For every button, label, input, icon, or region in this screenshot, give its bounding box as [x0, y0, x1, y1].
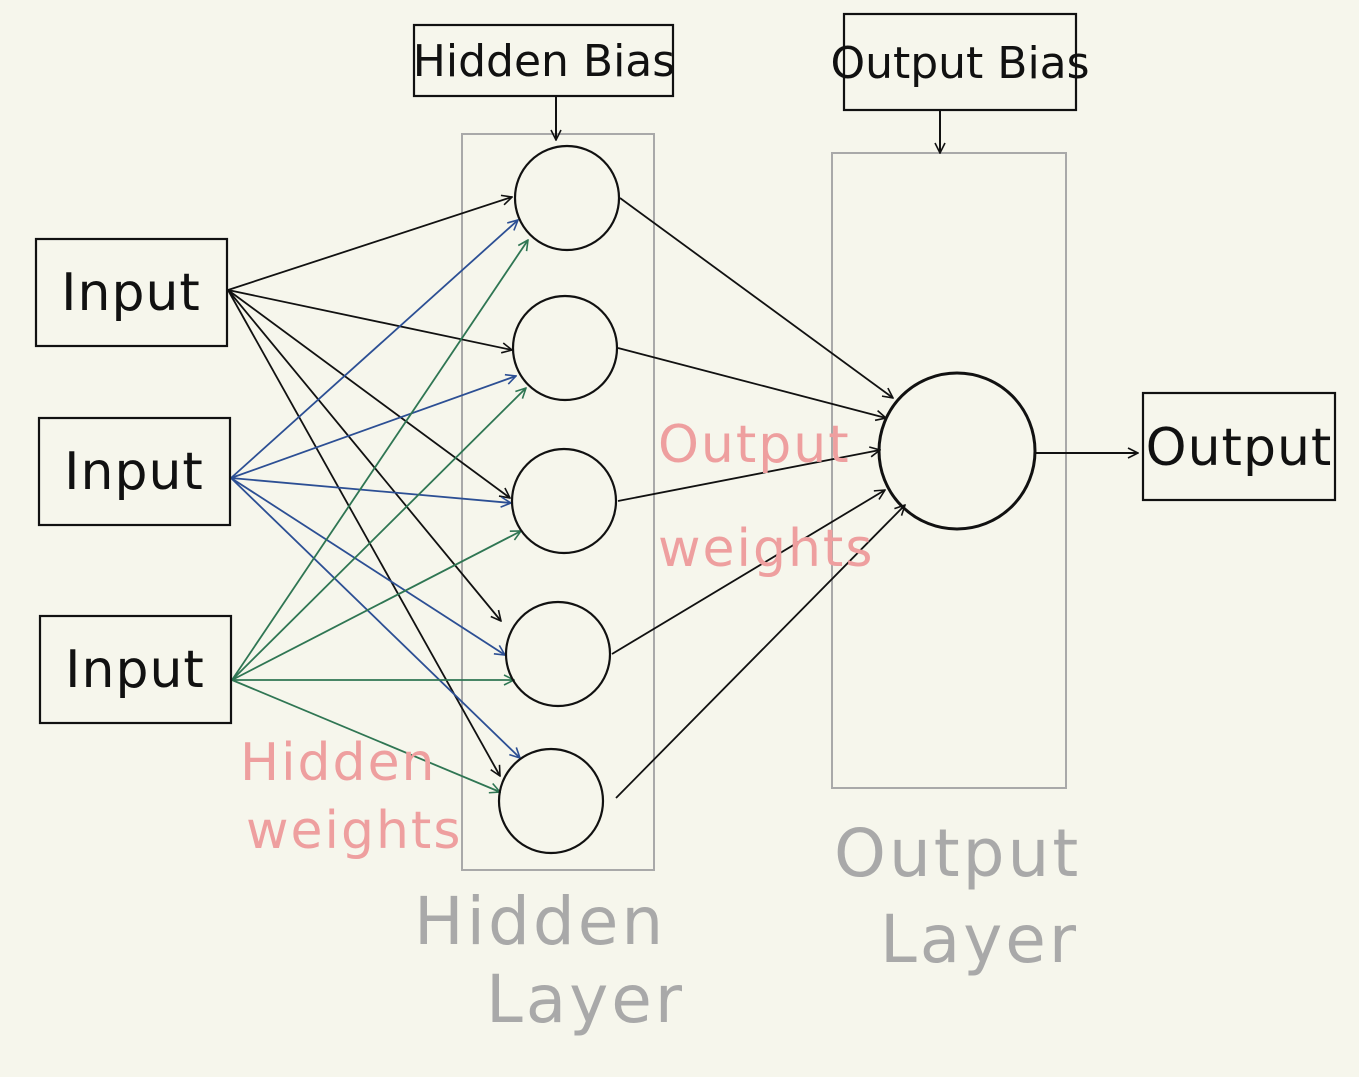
input-box-2: [37, 416, 232, 527]
edge-hidden-5-to-output: [615, 505, 905, 799]
output-weights-label-line2: weights: [658, 519, 874, 579]
hidden-bias-label: Hidden Bias: [413, 36, 675, 87]
input-box-1: [34, 237, 229, 348]
output-bias-box: [842, 12, 1078, 112]
edge-input-3-to-hidden-5: [231, 679, 500, 792]
output-layer-label-line1: Output: [834, 815, 1081, 892]
edge-input-2-to-hidden-5: [230, 477, 520, 758]
hidden-layer-label-line1: Hidden: [414, 883, 666, 960]
hidden-neuron-1: [513, 144, 621, 252]
edge-input-3-to-hidden-2: [231, 388, 526, 681]
edge-input-1-to-hidden-1: [227, 197, 512, 291]
edge-hidden-3-to-output: [617, 450, 880, 502]
output-neuron: [877, 371, 1037, 531]
edge-hidden-4-to-output: [611, 490, 885, 655]
edge-input-2-to-hidden-4: [230, 477, 505, 655]
edge-input-2-to-hidden-3: [230, 477, 511, 503]
input-3-hidden-weights: [231, 240, 528, 792]
output-layer-label-line2: Layer: [880, 901, 1079, 978]
hidden-weights-label-line1: Hidden: [240, 733, 437, 793]
edge-input-1-to-hidden-3: [227, 289, 510, 498]
hidden-weights-label-line2: weights: [246, 801, 462, 861]
edge-input-1-to-hidden-2: [227, 289, 512, 350]
hidden-layer-label-line2: Layer: [486, 961, 685, 1038]
input-2-hidden-weights: [230, 220, 520, 758]
output-weights-edges: [611, 197, 905, 799]
hidden-bias-box: [412, 23, 675, 98]
edge-hidden-1-to-output: [619, 197, 893, 398]
input-label-1: Input: [61, 263, 201, 323]
output-box: [1141, 391, 1337, 502]
edge-input-1-to-hidden-5: [227, 289, 500, 776]
output-layer-box: [831, 152, 1067, 789]
hidden-neuron-4: [504, 600, 612, 708]
input-label-3: Input: [65, 640, 205, 700]
edge-hidden-2-to-output: [617, 347, 886, 418]
hidden-neuron-5: [497, 747, 605, 855]
hidden-neuron-3: [510, 447, 618, 555]
hidden-neuron-2: [511, 294, 619, 402]
output-label: Output: [1146, 418, 1333, 478]
edge-input-2-to-hidden-2: [230, 376, 516, 479]
input-1-hidden-weights: [227, 197, 512, 776]
output-weights-label-line1: Output: [658, 415, 851, 475]
edge-input-1-to-hidden-4: [227, 289, 501, 621]
output-bias-label: Output Bias: [830, 38, 1089, 89]
edge-input-3-to-hidden-1: [231, 240, 528, 681]
input-label-2: Input: [64, 442, 204, 502]
edge-input-3-to-hidden-3: [231, 531, 521, 681]
edge-input-2-to-hidden-1: [230, 220, 518, 479]
input-box-3: [38, 614, 233, 725]
